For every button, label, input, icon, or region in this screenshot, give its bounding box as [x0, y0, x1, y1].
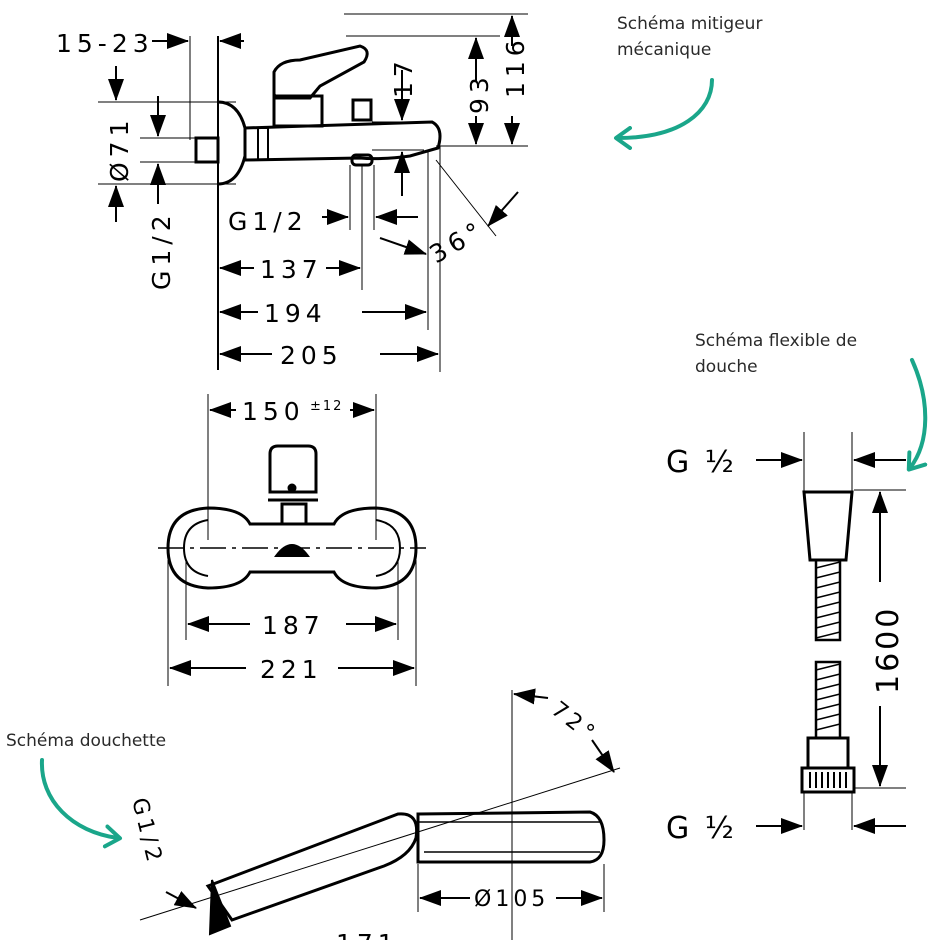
handshower-labels: G1/2 72° Ø105 171	[126, 697, 602, 944]
mixer-side-view	[98, 13, 528, 372]
mixer-side-labels: 15-23 93 116 17 Ø71 G1/2 G1/2 36° 137 19…	[56, 29, 530, 370]
dim-centres-tolerance: ±12	[310, 399, 343, 414]
dim-depth-b: 194	[264, 299, 327, 328]
curved-teal-arrow-icon	[906, 358, 928, 472]
dim-hose-thread-top: G ½	[666, 445, 737, 480]
dim-spout-gap: 17	[389, 56, 418, 98]
dim-top-offset: 15-23	[56, 29, 154, 58]
dim-hose-length: 1600	[871, 606, 906, 694]
dim-outlet-thread: G1/2	[228, 207, 308, 236]
dim-inlet-thread: G1/2	[147, 210, 176, 290]
dim-diameter: Ø71	[105, 116, 134, 183]
mixer-front-labels: 150 ±12 187 221	[242, 397, 343, 684]
dim-handshower-thread: G1/2	[126, 795, 167, 867]
dim-angle: 36°	[425, 214, 491, 269]
dim-handshower-length: 171	[336, 929, 399, 940]
dim-height-b: 116	[501, 35, 530, 98]
annotation-mixer: Schéma mitigeur mécanique	[617, 14, 763, 60]
dim-hose-thread-bottom: G ½	[666, 811, 737, 846]
handshower-drawing	[139, 688, 621, 940]
annotation-hose: Schéma flexible de douche	[695, 331, 858, 377]
annotation-handshower: Schéma douchette	[6, 731, 167, 751]
hose-labels: G ½ 1600 G ½	[666, 445, 906, 846]
curved-teal-arrow-icon	[614, 78, 714, 150]
curved-teal-arrow-icon	[39, 758, 122, 849]
dim-height-a: 93	[465, 72, 494, 114]
mixer-front-view	[158, 394, 426, 686]
dim-handshower-angle: 72°	[546, 697, 602, 748]
dim-depth-c: 205	[280, 341, 343, 370]
dim-centres: 150	[242, 397, 305, 426]
dim-head-diameter: Ø105	[474, 887, 549, 912]
dim-width-b: 221	[260, 655, 323, 684]
dim-width-a: 187	[262, 611, 325, 640]
dim-depth-a: 137	[260, 255, 323, 284]
hose-drawing	[756, 432, 906, 834]
